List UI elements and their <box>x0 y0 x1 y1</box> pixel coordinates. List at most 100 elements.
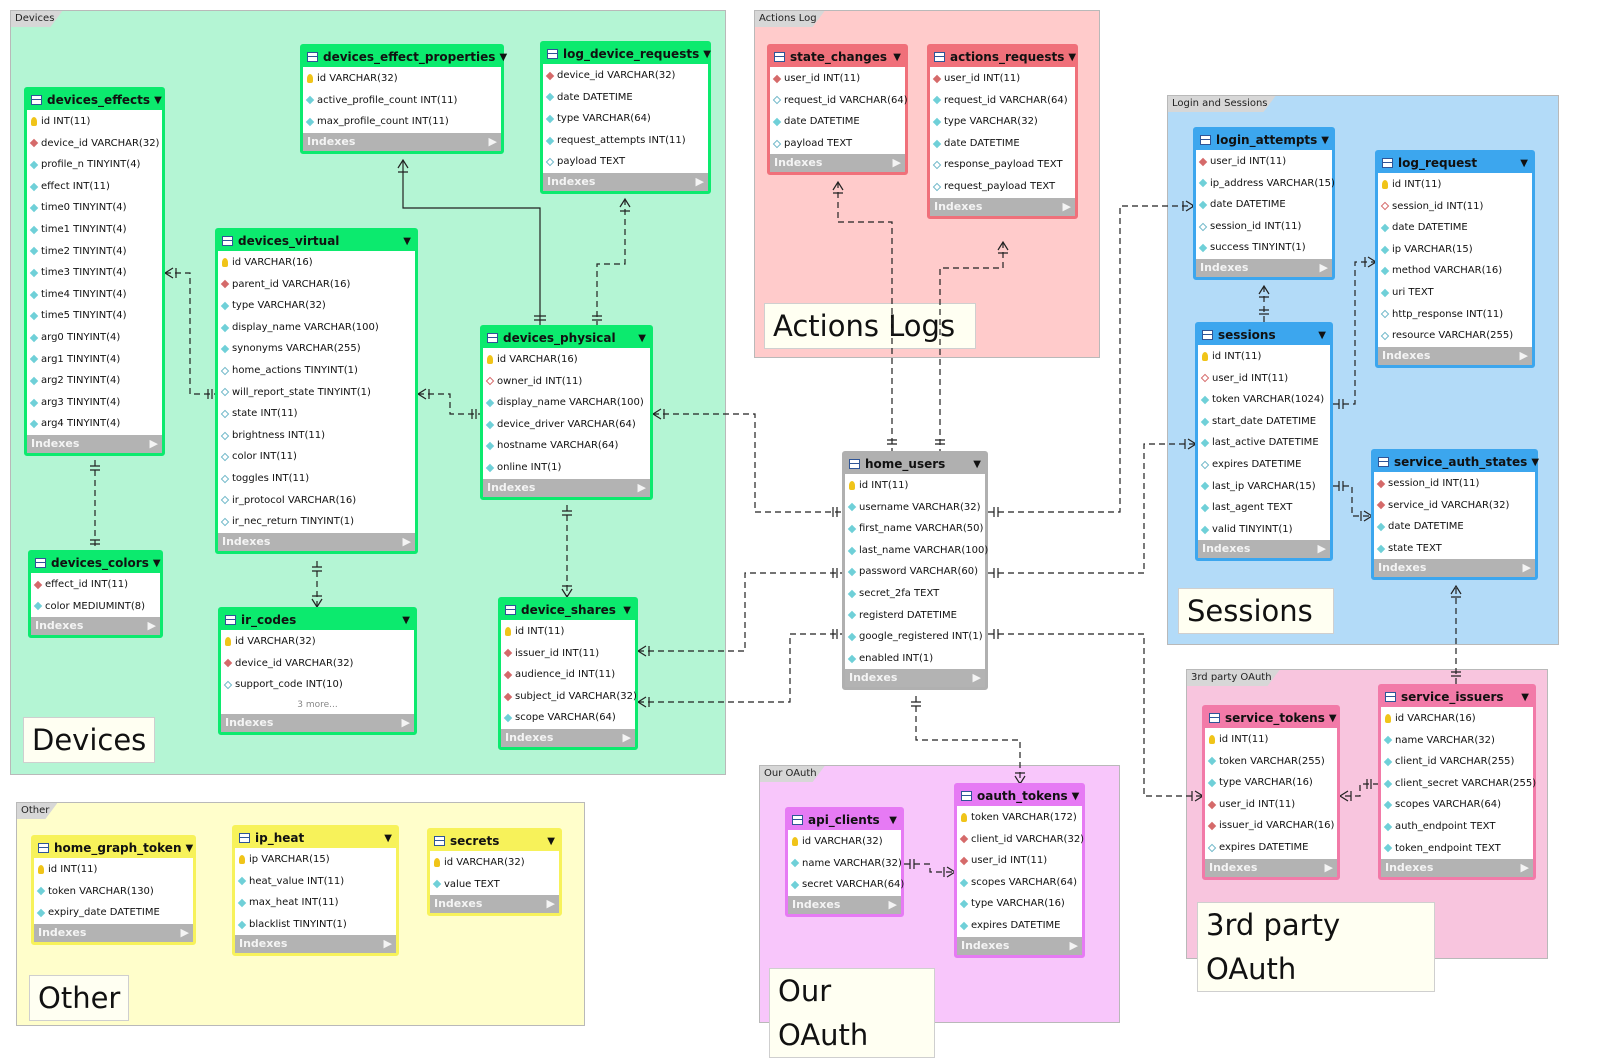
expand-arrow-icon[interactable]: ▶ <box>1519 348 1528 362</box>
expand-arrow-icon[interactable]: ▶ <box>401 715 410 729</box>
table-header[interactable]: log_request▼ <box>1378 153 1532 173</box>
table-header[interactable]: service_issuers▼ <box>1381 687 1533 707</box>
collapse-arrow-icon[interactable]: ▼ <box>547 835 555 847</box>
expand-arrow-icon[interactable]: ▶ <box>1319 260 1328 274</box>
indexes-section[interactable]: Indexes▶ <box>1381 859 1533 878</box>
table-column[interactable]: time0 TINYINT(4) <box>27 197 162 219</box>
table-column[interactable]: username VARCHAR(32) <box>845 497 985 519</box>
table-column[interactable]: ip_address VARCHAR(15) <box>1196 173 1335 195</box>
table-column[interactable]: heat_value INT(11) <box>235 871 396 893</box>
table-header[interactable]: oauth_tokens▼ <box>957 786 1082 806</box>
indexes-section[interactable]: Indexes▶ <box>34 923 193 942</box>
table-column[interactable]: session_id INT(11) <box>1196 216 1332 238</box>
table-column[interactable]: effect_id INT(11) <box>31 574 160 596</box>
expand-arrow-icon[interactable]: ▶ <box>1522 561 1531 575</box>
table-column[interactable]: secret_2fa TEXT <box>845 583 985 605</box>
table-header[interactable]: secrets▼ <box>430 831 559 851</box>
collapse-arrow-icon[interactable]: ▼ <box>1328 712 1337 724</box>
table-column[interactable]: date DATETIME <box>1378 217 1532 239</box>
table-ip-heat[interactable]: ip_heat▼ip VARCHAR(15)heat_value INT(11)… <box>232 825 399 957</box>
expand-arrow-icon[interactable]: ▶ <box>1317 542 1326 556</box>
collapse-arrow-icon[interactable]: ▼ <box>893 51 901 63</box>
table-column[interactable]: id VARCHAR(32) <box>788 831 901 853</box>
indexes-section[interactable]: Indexes▶ <box>788 895 901 914</box>
indexes-section[interactable]: Indexes▶ <box>1196 258 1332 277</box>
table-column[interactable]: session_id INT(11) <box>1378 196 1532 218</box>
collapse-arrow-icon[interactable]: ▼ <box>403 235 411 247</box>
collapse-arrow-icon[interactable]: ▼ <box>703 48 711 60</box>
table-header[interactable]: login_attempts▼ <box>1196 130 1332 150</box>
expand-arrow-icon[interactable]: ▶ <box>695 174 704 188</box>
expand-arrow-icon[interactable]: ▶ <box>1069 938 1078 952</box>
table-header[interactable]: service_auth_states▼ <box>1374 452 1539 472</box>
expand-arrow-icon[interactable]: ▶ <box>147 619 156 633</box>
expand-arrow-icon[interactable]: ▶ <box>637 480 646 494</box>
table-column[interactable]: token VARCHAR(172) <box>957 807 1082 829</box>
table-column[interactable]: expires DATETIME <box>957 915 1082 937</box>
indexes-section[interactable]: Indexes▶ <box>1374 559 1535 578</box>
collapse-arrow-icon[interactable]: ▼ <box>1531 456 1540 468</box>
table-column[interactable]: response_payload TEXT <box>930 154 1075 176</box>
table-column[interactable]: arg0 TINYINT(4) <box>27 327 162 349</box>
table-column[interactable]: display_name VARCHAR(100) <box>483 392 650 414</box>
table-column[interactable]: owner_id INT(11) <box>483 371 650 393</box>
table-column[interactable]: device_id VARCHAR(32) <box>543 65 708 87</box>
table-column[interactable]: id INT(11) <box>845 475 985 497</box>
table-header[interactable]: device_shares▼ <box>501 600 635 620</box>
table-devices-physical[interactable]: devices_physical▼id VARCHAR(16)owner_id … <box>480 325 653 500</box>
table-column[interactable]: id INT(11) <box>1205 729 1337 751</box>
indexes-section[interactable]: Indexes▶ <box>221 713 414 732</box>
indexes-section[interactable]: Indexes▶ <box>1198 540 1330 559</box>
table-column[interactable]: ir_protocol VARCHAR(16) <box>218 490 415 512</box>
table-service-issuers[interactable]: service_issuers▼id VARCHAR(16)name VARCH… <box>1378 684 1536 881</box>
table-column[interactable]: ir_nec_return TINYINT(1) <box>218 511 415 533</box>
collapse-arrow-icon[interactable]: ▼ <box>973 458 981 470</box>
table-header[interactable]: actions_requests▼ <box>930 47 1077 67</box>
table-column[interactable]: state INT(11) <box>218 403 415 425</box>
collapse-arrow-icon[interactable]: ▼ <box>499 51 508 63</box>
table-column[interactable]: registerd DATETIME <box>845 605 985 627</box>
indexes-section[interactable]: Indexes▶ <box>235 935 396 954</box>
table-column[interactable]: id VARCHAR(32) <box>303 68 501 90</box>
table-column[interactable]: password VARCHAR(60) <box>845 561 985 583</box>
table-column[interactable]: uri TEXT <box>1378 282 1532 304</box>
table-column[interactable]: user_id INT(11) <box>770 68 905 90</box>
expand-arrow-icon[interactable]: ▶ <box>149 436 158 450</box>
table-column[interactable]: type VARCHAR(32) <box>930 111 1075 133</box>
collapse-arrow-icon[interactable]: ▼ <box>638 332 646 344</box>
indexes-section[interactable]: Indexes▶ <box>430 895 559 914</box>
table-header[interactable]: home_users▼ <box>845 454 985 474</box>
table-ir-codes[interactable]: ir_codes▼id VARCHAR(32)device_id VARCHAR… <box>218 607 417 735</box>
table-header[interactable]: devices_colors▼ <box>31 553 161 573</box>
table-column[interactable]: will_report_state TINYINT(1) <box>218 382 415 404</box>
expand-arrow-icon[interactable]: ▶ <box>1520 861 1529 875</box>
table-column[interactable]: scope VARCHAR(64) <box>501 707 635 729</box>
indexes-section[interactable]: Indexes▶ <box>501 728 635 747</box>
table-column[interactable]: id VARCHAR(16) <box>483 349 650 371</box>
table-column[interactable]: user_id INT(11) <box>957 850 1082 872</box>
collapse-arrow-icon[interactable]: ▼ <box>1520 157 1528 169</box>
indexes-section[interactable]: Indexes▶ <box>543 172 708 191</box>
indexes-section[interactable]: Indexes▶ <box>483 478 650 497</box>
table-column[interactable]: online INT(1) <box>483 457 650 479</box>
table-log-device-requests[interactable]: log_device_requests▼device_id VARCHAR(32… <box>540 41 711 194</box>
table-api-clients[interactable]: api_clients▼id VARCHAR(32)name VARCHAR(3… <box>785 807 904 917</box>
table-column[interactable]: date DATETIME <box>930 133 1075 155</box>
table-column[interactable]: scopes VARCHAR(64) <box>957 872 1082 894</box>
indexes-section[interactable]: Indexes▶ <box>770 154 905 173</box>
indexes-section[interactable]: Indexes▶ <box>930 197 1075 216</box>
table-column[interactable]: time2 TINYINT(4) <box>27 241 162 263</box>
table-header[interactable]: devices_effect_properties▼ <box>303 47 507 67</box>
table-column[interactable]: id VARCHAR(32) <box>430 852 559 874</box>
table-column[interactable]: display_name VARCHAR(100) <box>218 317 415 339</box>
table-column[interactable]: token_endpoint TEXT <box>1381 838 1533 860</box>
table-column[interactable]: id INT(11) <box>501 621 635 643</box>
table-column[interactable]: request_id VARCHAR(64) <box>770 90 908 112</box>
table-column[interactable]: color INT(11) <box>218 446 415 468</box>
table-column[interactable]: arg3 TINYINT(4) <box>27 392 162 414</box>
collapse-arrow-icon[interactable]: ▼ <box>1068 51 1077 63</box>
table-column[interactable]: expiry_date DATETIME <box>34 902 193 924</box>
table-log-request[interactable]: log_request▼id INT(11)session_id INT(11)… <box>1375 150 1535 368</box>
table-column[interactable]: first_name VARCHAR(50) <box>845 518 985 540</box>
